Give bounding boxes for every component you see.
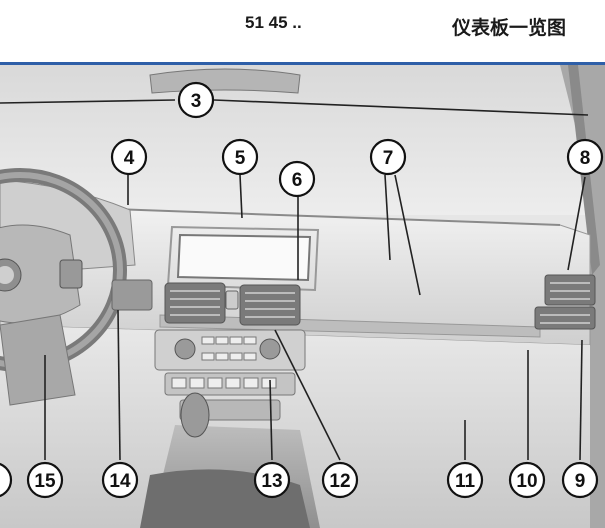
callout-4-label: 4 — [124, 148, 135, 169]
callout-10: 10 — [508, 461, 546, 499]
callout-7-label: 7 — [383, 148, 394, 169]
leader-lines — [0, 99, 589, 461]
steering-wheel — [0, 168, 127, 406]
right-air-vents — [534, 274, 596, 330]
callout-12: 12 — [321, 461, 359, 499]
callout-4: 4 — [110, 138, 148, 176]
callout-3-label: 3 — [191, 91, 202, 112]
callout-12-label: 12 — [329, 471, 350, 492]
central-display — [176, 233, 312, 282]
callout-13: 13 — [253, 461, 291, 499]
page-title: 仪表板一览图 — [452, 17, 567, 39]
callout-7: 7 — [369, 138, 407, 176]
center-air-vents — [164, 282, 301, 326]
callout-6-label: 6 — [292, 170, 303, 191]
callout-8-label: 8 — [580, 148, 591, 169]
rear-view-mirror — [149, 68, 301, 94]
callout-5: 5 — [221, 138, 259, 176]
callout-15-label: 15 — [34, 471, 56, 492]
lower-dashboard — [0, 325, 590, 528]
dashboard-illustration: 3 4 5 6 7 8 9 10 — [0, 65, 605, 528]
callout-3: 3 — [177, 81, 215, 119]
callout-11: 11 — [446, 461, 484, 499]
callout-14-label: 14 — [109, 471, 131, 492]
callout-14: 14 — [101, 461, 139, 499]
callout-13-label: 13 — [261, 471, 282, 492]
callout-15: 15 — [26, 461, 64, 499]
callout-9-label: 9 — [575, 471, 586, 492]
callout-5-label: 5 — [235, 148, 246, 169]
callout-8: 8 — [566, 138, 604, 176]
callout-6: 6 — [278, 160, 316, 198]
gear-selector — [180, 392, 210, 438]
page-header: 51 45 .. 仪表板一览图 — [0, 0, 605, 62]
callout-9: 9 — [561, 461, 599, 499]
a-pillar — [560, 65, 605, 528]
callout-10-label: 10 — [516, 471, 537, 492]
callout-11-label: 11 — [455, 471, 476, 492]
light-switch — [111, 279, 153, 311]
part-code: 51 45 .. — [245, 13, 302, 32]
header-divider — [0, 62, 605, 65]
control-panel — [154, 329, 306, 421]
dashboard-drawing: 3 4 5 6 7 8 9 10 — [0, 65, 605, 528]
